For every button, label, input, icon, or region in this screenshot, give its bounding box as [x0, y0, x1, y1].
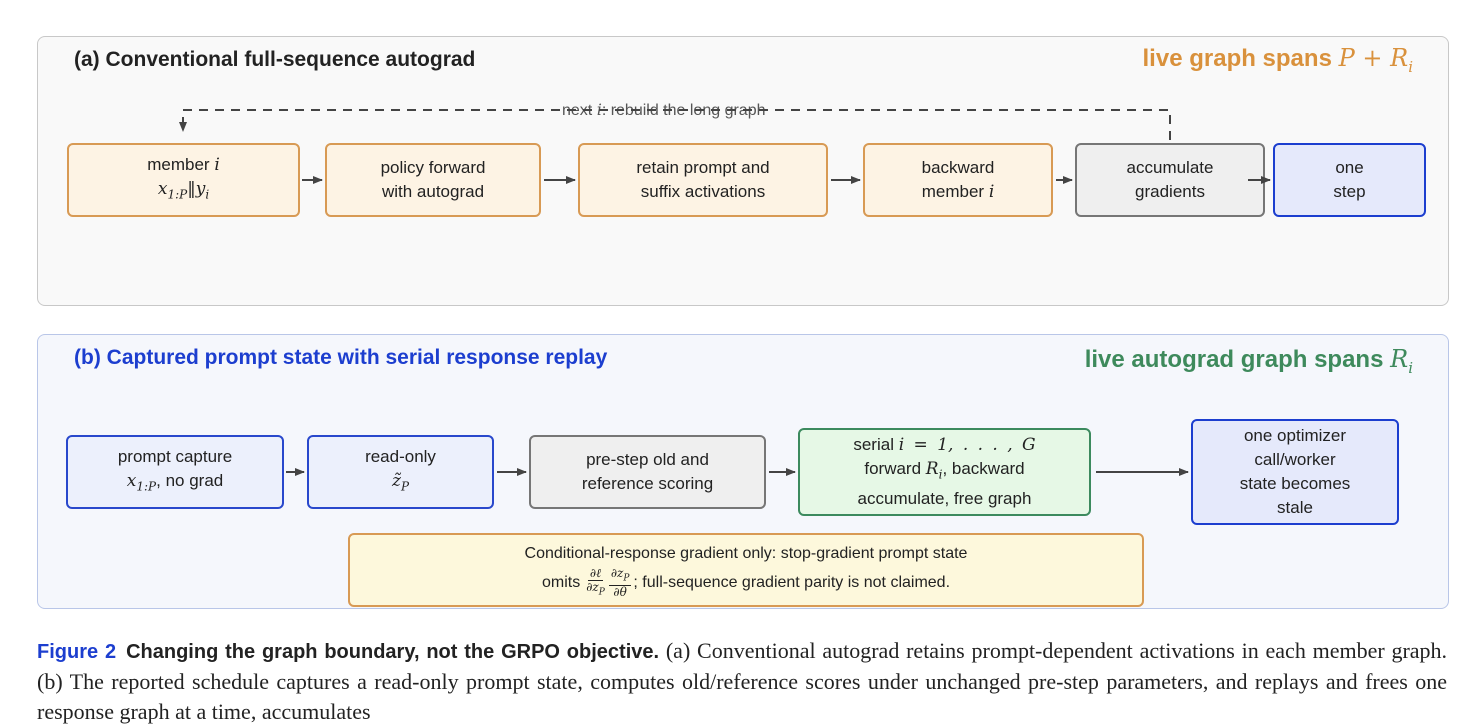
caption-text: (a) Conventional autograd retains prompt…	[37, 638, 1448, 724]
panel-a-live-math: P + R	[1338, 44, 1409, 72]
caption-label: Figure 2	[37, 641, 117, 663]
panel-a-title: (a) Conventional full-sequence autograd	[74, 48, 476, 71]
panel-a-live-label: live graph spans P + Ri	[1143, 44, 1413, 76]
box-optimizer-line4: stale	[1277, 498, 1313, 517]
box-pre-step-line1: pre-step old and	[586, 450, 709, 469]
box-backward-member-line2: member i	[921, 182, 995, 202]
box-one-step: one step	[1273, 143, 1426, 217]
note-line1: Conditional-response gradient only: stop…	[524, 544, 968, 562]
box-policy-forward-line1: policy forward	[380, 158, 486, 177]
note-frac1: ∂ℓ∂zP	[586, 565, 605, 598]
box-prompt-capture-line1: prompt capture	[117, 447, 233, 467]
box-read-only-line1: read-only	[365, 447, 436, 467]
panel-b-live-text: live autograd graph spans	[1084, 346, 1384, 373]
box-one-step-line1: one	[1335, 158, 1364, 177]
box-serial-line3: accumulate, free graph	[857, 488, 1032, 508]
box-retain-prompt-line1: retain prompt and	[636, 158, 770, 177]
panel-b-title: (b) Captured prompt state with serial re…	[74, 346, 608, 369]
box-member-i-line2: x1:P‖yi	[157, 179, 210, 202]
box-member-i-line1: member i	[147, 155, 220, 176]
panel-b-live-label: live autograd graph spans Ri	[1085, 345, 1413, 377]
loop-dashed-line	[179, 109, 1171, 140]
box-serial-line1: serial i = 1, . . . , G	[853, 435, 1036, 456]
box-backward-member: backward member i	[863, 143, 1053, 217]
box-prompt-capture: prompt capture x1:P, no grad	[66, 435, 284, 509]
box-accumulate-line1: accumulate	[1126, 158, 1214, 177]
note-line2: omits ∂ℓ∂zP ∂zP∂θ ; full-sequence gradie…	[541, 565, 951, 600]
panel-b-live-math: R	[1390, 345, 1409, 373]
box-serial-replay: serial i = 1, . . . , G forward Ri, back…	[798, 428, 1091, 516]
box-policy-forward: policy forward with autograd	[325, 143, 541, 217]
box-pre-step-line2: reference scoring	[581, 474, 714, 493]
box-serial-line2: forward Ri, backward	[864, 459, 1025, 482]
panel-a-live-sub: i	[1408, 57, 1413, 76]
box-member-i: member i x1:P‖yi	[67, 143, 300, 217]
box-optimizer-line3: state becomes	[1239, 474, 1351, 493]
box-accumulate-line2: gradients	[1135, 182, 1205, 201]
box-read-only-line2: z̃P	[391, 471, 410, 494]
panel-a-live-text: live graph spans	[1142, 45, 1332, 72]
box-optimizer-line2: call/worker	[1254, 450, 1336, 469]
box-optimizer-call: one optimizer call/worker state becomes …	[1191, 419, 1399, 525]
note-prefix: omits	[541, 573, 581, 591]
panel-b-live-sub: i	[1408, 358, 1413, 377]
box-one-step-line2: step	[1333, 182, 1366, 201]
figure-caption: Figure 2 Changing the graph boundary, not…	[37, 636, 1447, 727]
box-pre-step-scoring: pre-step old and reference scoring	[529, 435, 766, 509]
caption-title: Changing the graph boundary, not the GRP…	[126, 641, 660, 663]
box-retain-prompt: retain prompt and suffix activations	[578, 143, 828, 217]
note-suffix: ; full-sequence gradient parity is not c…	[633, 573, 951, 591]
box-retain-prompt-line2: suffix activations	[640, 182, 766, 201]
box-accumulate-gradients: accumulate gradients	[1075, 143, 1265, 217]
box-backward-member-line1: backward	[921, 158, 995, 177]
box-optimizer-line1: one optimizer	[1243, 426, 1347, 445]
box-prompt-capture-line2: x1:P, no grad	[126, 471, 224, 494]
note-box: Conditional-response gradient only: stop…	[348, 533, 1144, 607]
box-policy-forward-line2: with autograd	[381, 182, 485, 201]
box-read-only: read-only z̃P	[307, 435, 494, 509]
loop-label-prefix: next	[562, 102, 597, 119]
note-frac2: ∂zP∂θ	[608, 565, 632, 600]
